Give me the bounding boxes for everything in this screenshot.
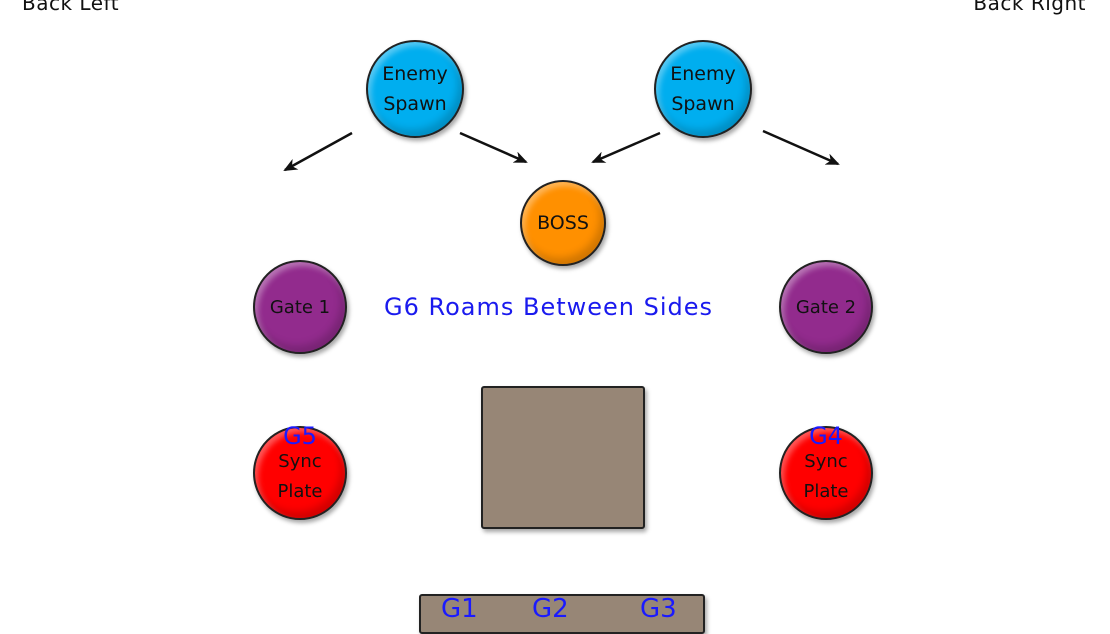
boss-marker: BOSS	[520, 180, 606, 266]
guard-label-g2: G2	[532, 594, 569, 624]
plate-label-line1: Sync	[278, 451, 322, 472]
spawn-label-line2: Spawn	[383, 93, 447, 115]
enemy-spawn-left: Enemy Spawn	[366, 40, 464, 138]
gate-2: Gate 2	[779, 260, 873, 354]
roam-note: G6 Roams Between Sides	[384, 293, 714, 321]
center-block	[481, 386, 645, 529]
guard-label-g1: G1	[441, 594, 478, 624]
guard-label-g4: G4	[809, 422, 843, 450]
arrow-spawn2-center	[591, 131, 661, 164]
enemy-spawn-right: Enemy Spawn	[654, 40, 752, 138]
guard-label-g5: G5	[283, 422, 317, 450]
back-right-label: Back Right	[973, 0, 1086, 15]
back-left-label: Back Left	[22, 0, 120, 15]
gate-2-label: Gate 2	[795, 296, 857, 318]
spawn-label-line1: Enemy	[382, 63, 448, 85]
spawn-label-line1: Enemy	[670, 63, 736, 85]
boss-label: BOSS	[537, 212, 589, 234]
spawn-label-line2: Spawn	[671, 93, 735, 115]
guard-label-g3: G3	[640, 594, 677, 624]
gate-1-label: Gate 1	[269, 296, 331, 318]
sync-plate-right: G4 Sync Plate	[779, 422, 873, 520]
bottom-guard-block: G1 G2 G3	[419, 594, 705, 634]
arrow-spawn1-left	[283, 131, 353, 172]
arrow-spawn1-center	[459, 131, 528, 164]
plate-label-line2: Plate	[277, 481, 323, 502]
gate-1: Gate 1	[253, 260, 347, 354]
arrow-spawn2-right	[762, 129, 840, 166]
plate-label-line1: Sync	[804, 451, 848, 472]
plate-label-line2: Plate	[803, 481, 849, 502]
sync-plate-left: G5 Sync Plate	[253, 422, 347, 520]
